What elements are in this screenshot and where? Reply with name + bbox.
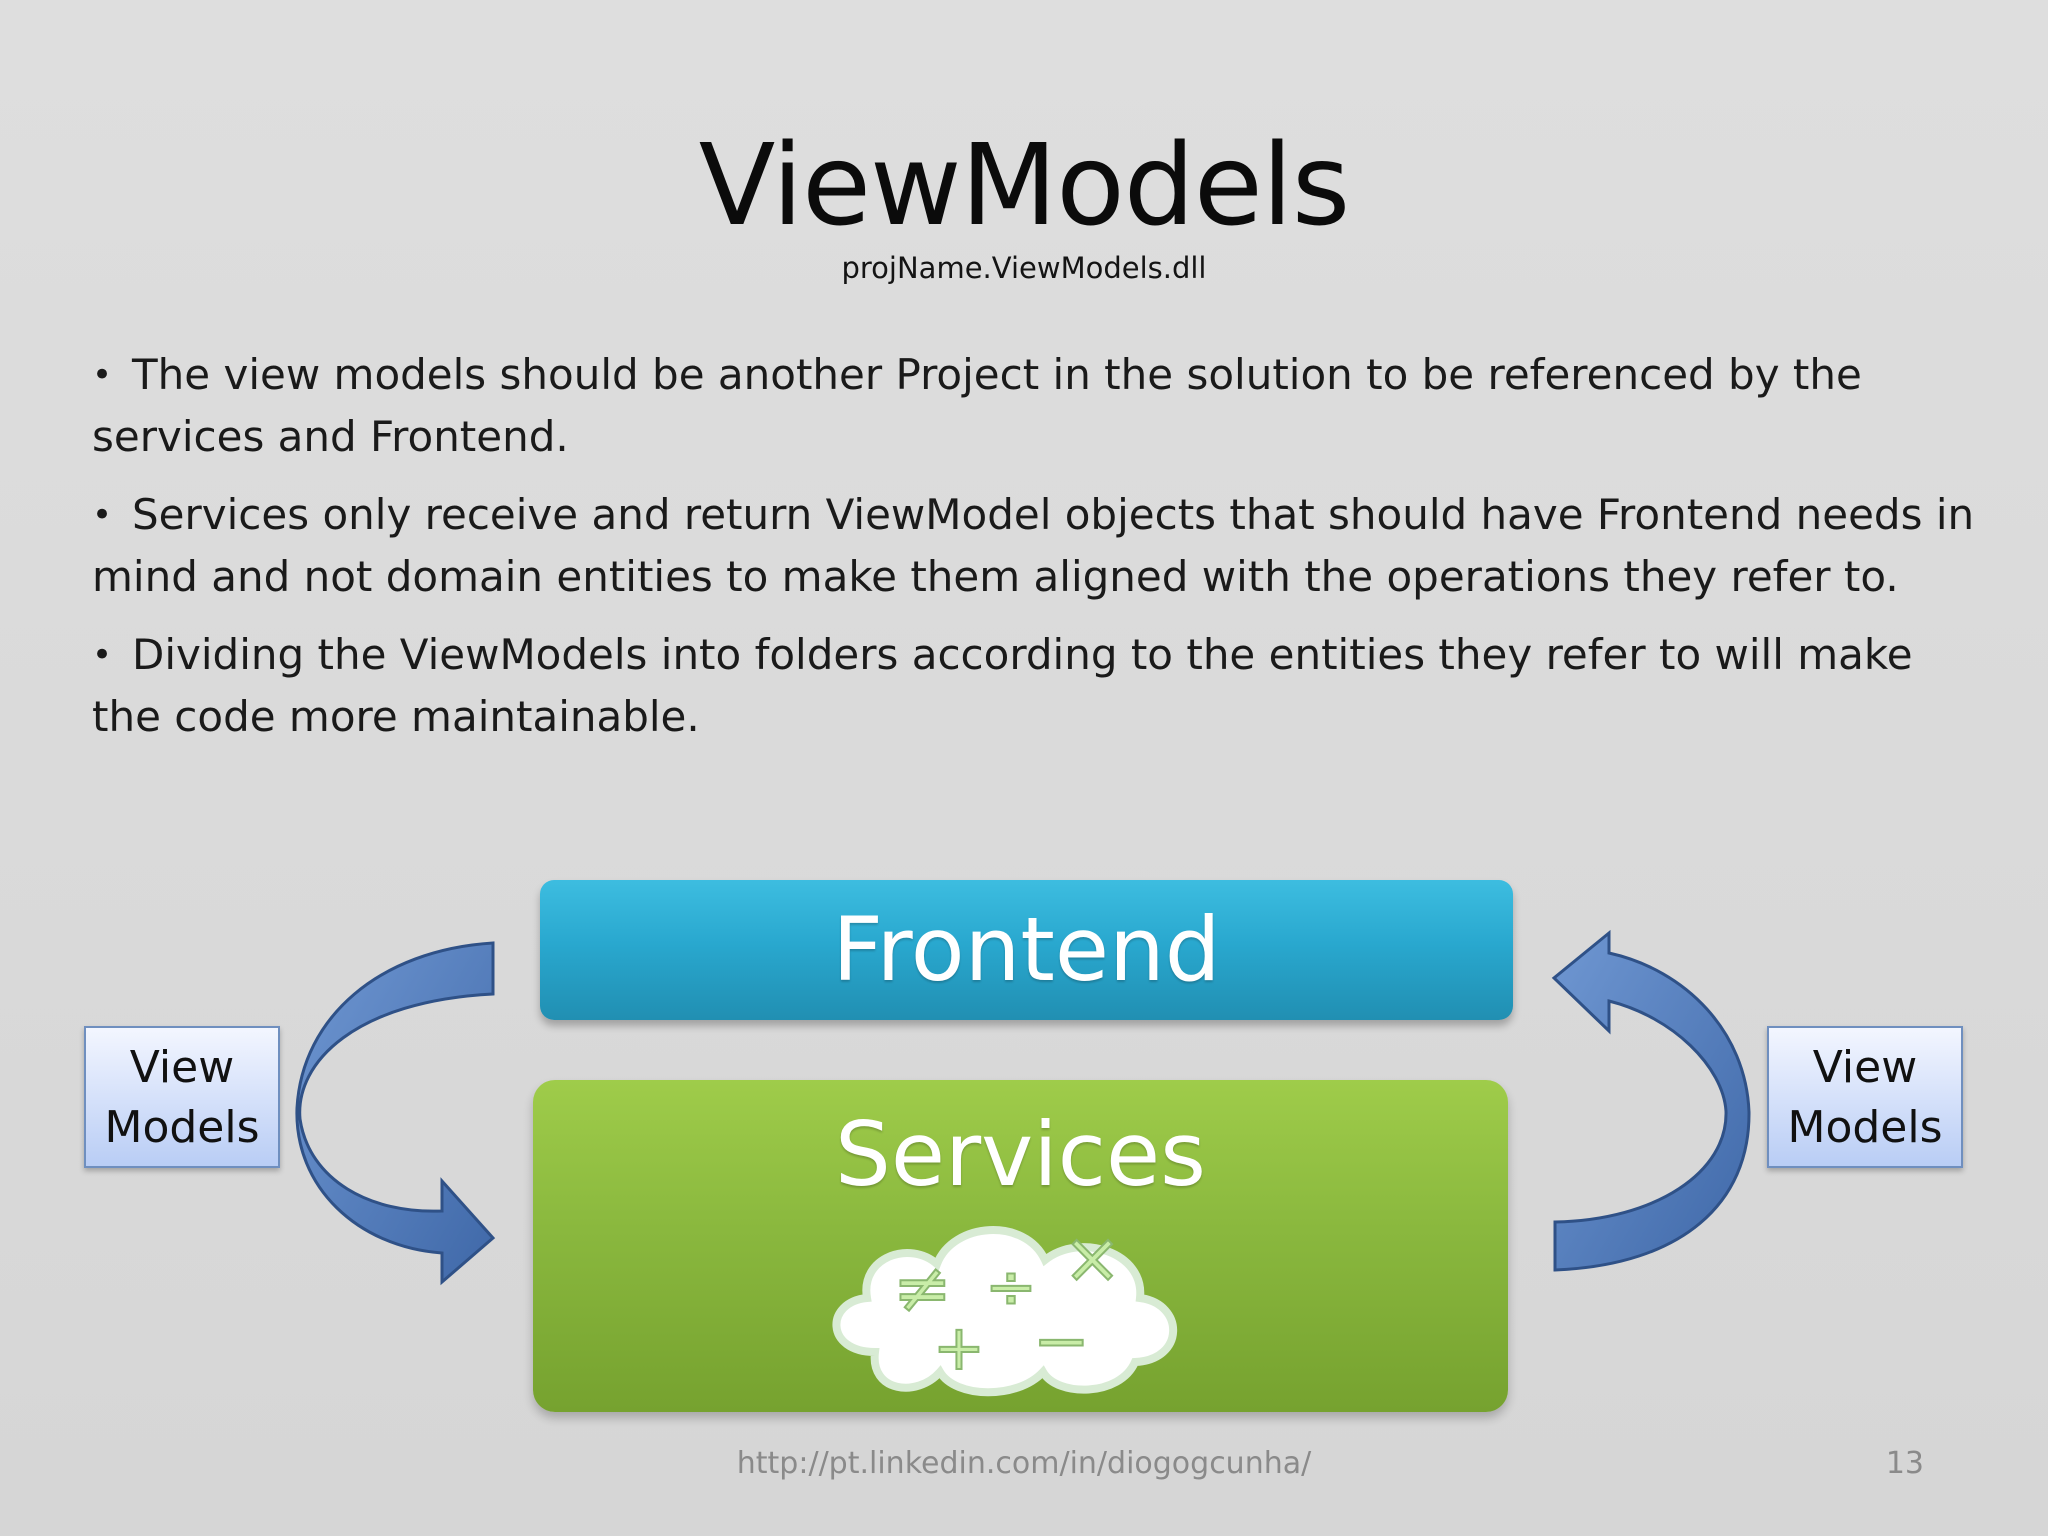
bullet-item: •The view models should be another Proje… (92, 344, 1992, 468)
right-view-models-box: View Models (1767, 1026, 1963, 1168)
svg-text:+: + (933, 1311, 985, 1384)
slide-title: ViewModels (698, 121, 1350, 251)
bullet-marker: • (92, 355, 113, 395)
bullet-list: •The view models should be another Proje… (92, 344, 1992, 764)
curved-down-arrow-icon (295, 941, 496, 1286)
bullet-item: •Services only receive and return ViewMo… (92, 484, 1992, 608)
frontend-box: Frontend (540, 880, 1513, 1020)
bullet-text: The view models should be another Projec… (92, 350, 1862, 461)
right-view-models-line2: Models (1787, 1102, 1943, 1153)
bullet-item: •Dividing the ViewModels into folders ac… (92, 624, 1992, 748)
slide-subtitle: projName.ViewModels.dll (841, 251, 1207, 285)
left-view-models-line1: View (129, 1042, 235, 1093)
svg-text:÷: ÷ (985, 1250, 1037, 1323)
footer-url: http://pt.linkedin.com/in/diogogcunha/ (736, 1446, 1312, 1481)
bullet-marker: • (92, 495, 113, 535)
bullet-text: Dividing the ViewModels into folders acc… (92, 630, 1913, 741)
curved-up-arrow-icon (1551, 929, 1751, 1272)
right-view-models-line1: View (1812, 1042, 1918, 1093)
frontend-label: Frontend (832, 898, 1221, 1001)
svg-text:−: − (1033, 1302, 1090, 1381)
left-view-models-line2: Models (104, 1102, 260, 1153)
services-label: Services (834, 1103, 1207, 1206)
svg-text:×: × (1063, 1217, 1122, 1299)
services-box: Services ≠ ÷ × + − (533, 1080, 1508, 1412)
bullet-marker: • (92, 635, 113, 675)
bullet-text: Services only receive and return ViewMod… (92, 490, 1975, 601)
svg-text:≠: ≠ (893, 1247, 952, 1329)
math-cloud-icon: ≠ ÷ × + − (832, 1216, 1178, 1397)
left-view-models-box: View Models (84, 1026, 280, 1168)
page-number: 13 (1885, 1446, 1924, 1481)
